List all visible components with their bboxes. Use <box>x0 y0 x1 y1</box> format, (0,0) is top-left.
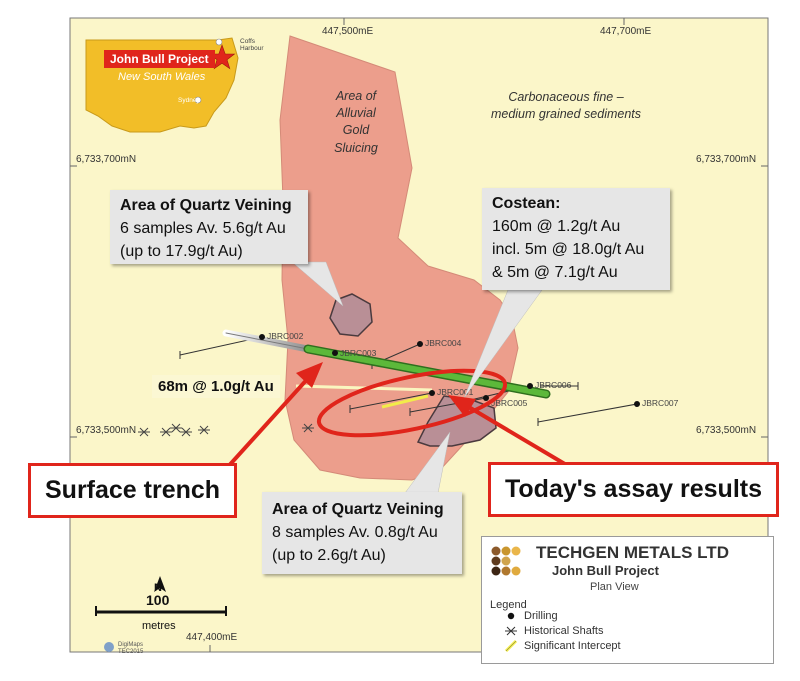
legend-item-significant-intercept: Significant Intercept <box>524 640 621 652</box>
surface-trench-arrow <box>223 362 323 472</box>
callout-veining-south-title: Area of Quartz Veining <box>272 501 444 518</box>
inset-city-south: Sydney <box>178 97 200 104</box>
sediments-label-line2: medium grained sediments <box>491 107 641 121</box>
north-arrow-icon <box>154 576 166 592</box>
legend-project-name: John Bull Project <box>552 563 659 578</box>
sediments-label-line1: Carbonaceous fine – <box>508 90 624 104</box>
drillhole-label-jbrc001: JBRC001 <box>437 387 474 397</box>
northing-label-upper-right: 6,733,700mN <box>696 154 756 165</box>
surface-trench-outline <box>225 332 309 350</box>
alluvial-label-line3: Gold <box>343 123 370 137</box>
grid-ticks <box>70 18 768 652</box>
easting-label-bottom: 447,400mE <box>186 632 237 643</box>
intercept-label: 68m @ 1.0g/t Au <box>152 375 280 398</box>
callout-veining-south-line2: (up to 2.6g/t Au) <box>272 547 386 564</box>
techgen-logo-icon <box>491 546 521 576</box>
historical-shafts <box>138 423 314 437</box>
callout-veining-north-line2: (up to 17.9g/t Au) <box>120 243 243 260</box>
drillhole-label-jbrc003: JBRC003 <box>340 348 377 358</box>
callout-costean-line3: & 5m @ 7.1g/t Au <box>492 264 618 281</box>
legend-view-label: Plan View <box>590 581 639 593</box>
alluvial-label-line2: Alluvial <box>335 106 377 120</box>
inset-project-label: John Bull Project <box>104 50 215 68</box>
north-label: N <box>154 582 162 594</box>
drillhole-label-jbrc004: JBRC004 <box>425 338 462 348</box>
digimaps-credit-line2: TEC2015 <box>118 649 144 655</box>
legend-item-historical-shafts: Historical Shafts <box>524 625 604 637</box>
callout-veining-north-title: Area of Quartz Veining <box>120 197 292 214</box>
digimaps-logo-icon <box>104 642 114 652</box>
assay-results-ellipse <box>316 368 508 438</box>
assay-results-arrow <box>448 395 577 472</box>
company-name: TECHGEN METALS LTD <box>536 543 729 562</box>
assay-results-label: Today's assay results <box>488 462 780 517</box>
scale-unit-label: metres <box>142 620 176 632</box>
callout-veining-north-line1: 6 samples Av. 5.6g/t Au <box>120 220 286 237</box>
callout-veining-north: Area of Quartz Veining 6 samples Av. 5.6… <box>110 190 308 264</box>
significant-intercept <box>381 394 429 409</box>
drilling-legend-icon <box>507 612 515 620</box>
digimaps-credit-line1: DigiMaps <box>118 642 144 648</box>
northing-label-lower-right: 6,733,500mN <box>696 425 756 436</box>
drillhole-label-jbrc002: JBRC002 <box>267 331 304 341</box>
inset-city-north-line1: Coffs <box>240 38 256 45</box>
callout-pointer-costean <box>463 289 543 399</box>
northing-label-lower-left: 6,733,500mN <box>76 425 136 436</box>
digimaps-credit: DigiMaps TEC2015 <box>118 642 143 656</box>
easting-label-top-left: 447,500mE <box>322 26 373 37</box>
callout-pointer-veining-north <box>291 261 344 307</box>
legend-heading: Legend <box>490 599 527 611</box>
legend-panel: TECHGEN METALS LTD John Bull Project Pla… <box>481 536 774 664</box>
callout-veining-south: Area of Quartz Veining 8 samples Av. 0.8… <box>262 492 462 574</box>
callout-costean-line2: incl. 5m @ 18.0g/t Au <box>492 241 645 258</box>
northing-label-upper-left: 6,733,700mN <box>76 154 136 165</box>
legend-item-drilling: Drilling <box>524 610 558 622</box>
callout-costean: Costean: 160m @ 1.2g/t Au incl. 5m @ 18.… <box>482 188 670 290</box>
surface-trench-label: Surface trench <box>28 463 238 518</box>
intercept-legend-icon <box>504 639 518 653</box>
drillhole-label-jbrc007: JBRC007 <box>642 398 679 408</box>
drillhole-label-jbrc006: JBRC006 <box>535 380 572 390</box>
inset-city-north-line2: Harbour <box>240 45 264 52</box>
callout-costean-line1: 160m @ 1.2g/t Au <box>492 218 621 235</box>
easting-label-top-right: 447,700mE <box>600 26 651 37</box>
alluvial-label-line1: Area of <box>335 89 378 103</box>
historical-shaft-legend-icon <box>505 626 517 636</box>
drill-collars <box>259 334 640 407</box>
callout-veining-south-line1: 8 samples Av. 0.8g/t Au <box>272 524 438 541</box>
inset-state-label: New South Wales <box>118 71 206 83</box>
drillhole-label-jbrc005: JBRC005 <box>491 398 528 408</box>
alluvial-label-line4: Sluicing <box>334 141 378 155</box>
scale-value-label: 100 <box>146 592 170 608</box>
quartz-veining-north <box>329 293 373 337</box>
callout-costean-title: Costean: <box>492 195 561 212</box>
